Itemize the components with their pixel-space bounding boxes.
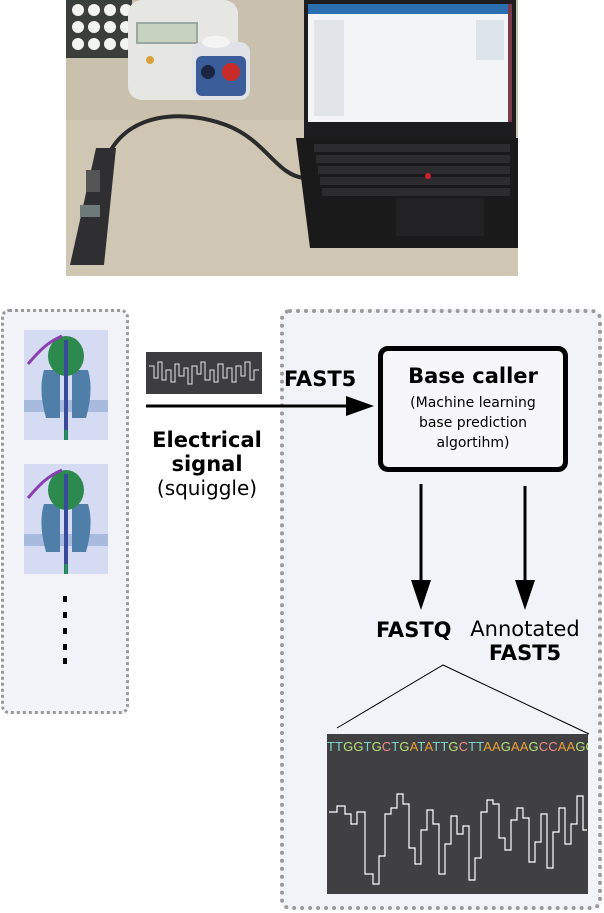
signal-trace <box>329 793 587 885</box>
base-letter: T <box>417 739 425 754</box>
base-caller-desc-line: (Machine learning <box>410 395 536 411</box>
nanopore-icon <box>24 464 108 574</box>
nanopore-icon <box>24 330 108 440</box>
base-letter: G <box>528 739 539 754</box>
annotated-fast5-word: FAST5 <box>488 641 562 665</box>
base-letter: C <box>548 739 558 754</box>
base-letter: C <box>458 739 469 754</box>
base-letter: T <box>335 739 344 754</box>
squiggle-thumbnail <box>146 352 262 394</box>
squiggle-label: (squiggle) <box>156 476 258 500</box>
base-letter: G <box>500 739 511 754</box>
sequencer-icon <box>70 148 116 265</box>
base-sequence: TTGGTGCTGATATTGCTTAAGAAGCCAAGGCTA <box>327 739 588 754</box>
base-caller-box: Base caller (Machine learning base predi… <box>378 346 568 472</box>
annotated-fast5-image: TTGGTGCTGATATTGCTTAAGAAGCCAAGGCTA <box>327 734 588 894</box>
base-letter: G <box>448 739 459 754</box>
annotated-word: Annotated <box>470 617 580 641</box>
laptop-icon <box>296 0 518 248</box>
base-letter: G <box>575 739 586 754</box>
base-letter: C <box>381 739 392 754</box>
base-letter: G <box>343 739 354 754</box>
base-caller-desc-line: base prediction <box>418 415 528 431</box>
ellipsis-icon <box>61 594 69 664</box>
base-letter: T <box>432 739 441 754</box>
base-letter: G <box>399 739 410 754</box>
base-letter: T <box>327 739 336 754</box>
base-caller-title: Base caller <box>408 364 538 388</box>
base-letter: G <box>371 739 382 754</box>
fast5-input-label: FAST5 <box>284 367 357 391</box>
base-letter: T <box>440 739 449 754</box>
base-letter: G <box>353 739 364 754</box>
electrical-signal-label: Electrical signal <box>152 428 262 476</box>
base-letter: A <box>519 739 529 754</box>
base-letter: A <box>510 739 520 754</box>
nanopore-panel <box>1 309 129 714</box>
base-letter: C <box>538 739 549 754</box>
base-letter: A <box>483 739 492 754</box>
base-letter: T <box>363 739 372 754</box>
base-letter: A <box>424 739 433 754</box>
base-letter: A <box>557 739 567 754</box>
base-letter: T <box>476 739 484 754</box>
base-caller-desc-line: algortihm) <box>436 435 510 451</box>
base-letter: A <box>566 739 576 754</box>
device-photo <box>66 0 518 276</box>
base-letter: T <box>391 739 400 754</box>
base-letter: A <box>409 739 418 754</box>
annotated-fast5-label: Annotated FAST5 <box>465 617 585 665</box>
base-letter: T <box>468 739 477 754</box>
base-letter: G <box>586 739 588 754</box>
base-caller-description: (Machine learning base prediction algort… <box>383 393 563 453</box>
vortex-mixer <box>192 36 250 100</box>
fastq-label: FASTQ <box>376 618 452 642</box>
base-letter: A <box>491 739 501 754</box>
tube-rack <box>66 0 132 58</box>
